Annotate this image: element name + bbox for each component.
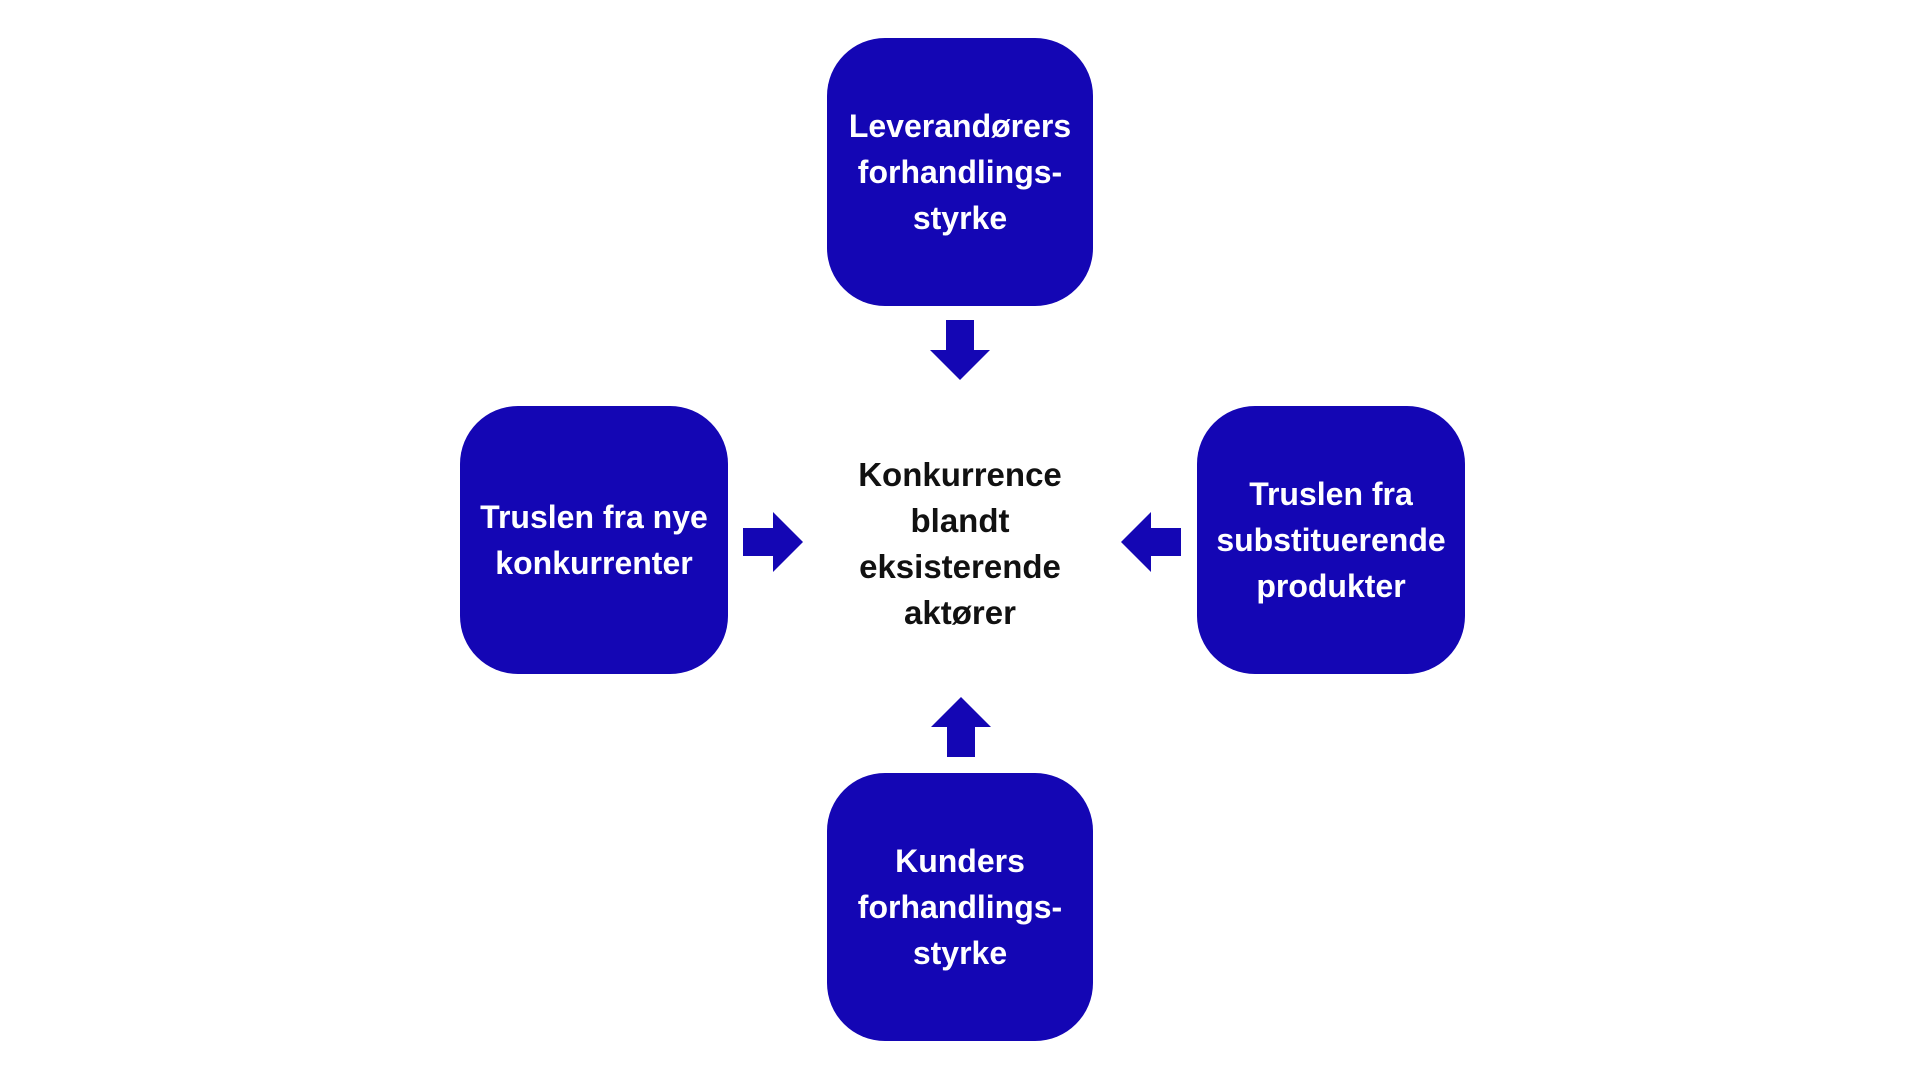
force-box-new-competitors-label: Truslen fra nye konkurrenter [480, 499, 708, 581]
force-box-suppliers-label: Leverandørers forhandlings- styrke [848, 108, 1072, 236]
arrow-right-icon [743, 512, 803, 572]
force-box-substitutes-label: Truslen fra substituerende produkter [1216, 476, 1446, 604]
arrow-down-icon [930, 320, 990, 380]
force-box-customers-label: Kunders forhandlings- styrke [857, 843, 1063, 971]
center-rivalry-label: Konkurrence blandt eksisterende aktører [858, 456, 1062, 631]
force-box-new-competitors: Truslen fra nye konkurrenter [460, 406, 728, 674]
arrow-up-icon [931, 697, 991, 757]
arrow-left-icon [1121, 512, 1181, 572]
force-box-customers: Kunders forhandlings- styrke [827, 773, 1093, 1041]
force-box-substitutes: Truslen fra substituerende produkter [1197, 406, 1465, 674]
force-box-suppliers: Leverandørers forhandlings- styrke [827, 38, 1093, 306]
